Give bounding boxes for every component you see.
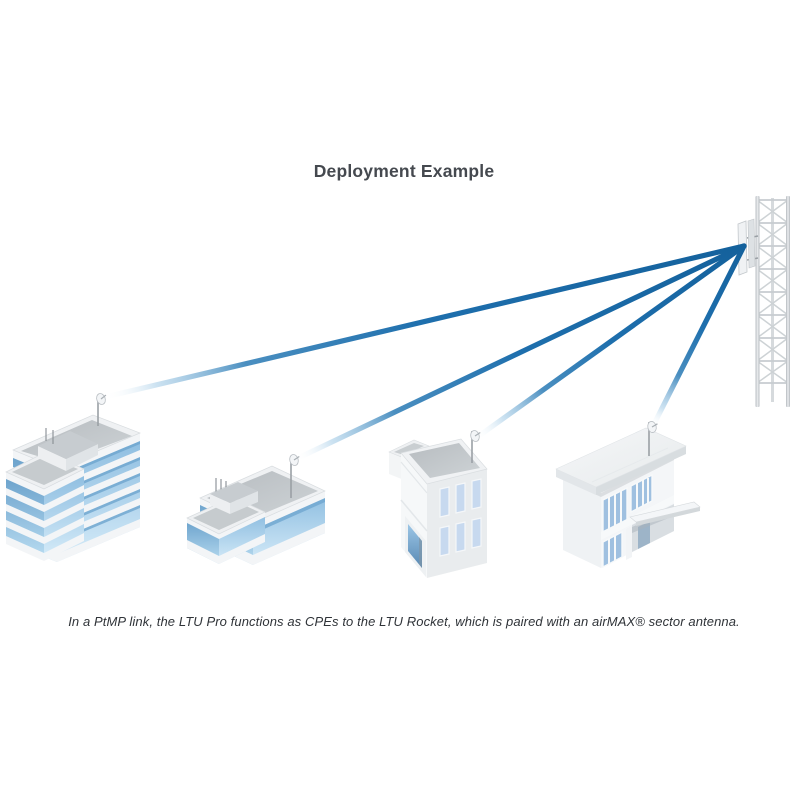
- wireless-beam-3: [473, 243, 747, 441]
- building-4-roof: [555, 427, 687, 495]
- building-3: [388, 430, 488, 578]
- lattice-tower: [737, 196, 790, 407]
- tower-x-bracing: [756, 199, 789, 384]
- building-1-annex: [5, 451, 85, 561]
- ptmp-links: [102, 243, 747, 462]
- building-3-windows: [439, 478, 482, 557]
- tower-back-leg: [771, 198, 774, 402]
- building-2-rooftop-box: [210, 478, 258, 514]
- building-2: [186, 454, 326, 565]
- tower-chords: [757, 199, 788, 384]
- building-4-lower-windows: [602, 530, 623, 569]
- sector-antenna-back-panel: [747, 218, 756, 269]
- building-4: [555, 421, 701, 569]
- tower-right-leg: [786, 196, 790, 407]
- building-2-cpe-dish: [289, 454, 300, 466]
- building-4-pillar: [626, 526, 632, 560]
- building-3-roof: [409, 443, 480, 478]
- building-1-cpe-dish: [96, 393, 107, 405]
- building-4-left-wall: [563, 475, 601, 568]
- building-4-cpe-dish: [647, 421, 658, 433]
- building-3-cpe-dish: [470, 430, 481, 442]
- wireless-beam-1: [102, 243, 747, 400]
- diagram-caption: In a PtMP link, the LTU Pro functions as…: [68, 614, 740, 629]
- tower-left-leg: [755, 196, 760, 407]
- wireless-beam-4: [650, 243, 747, 429]
- wireless-beam-2: [293, 243, 747, 462]
- building-4-awning: [629, 501, 701, 533]
- building-1: [5, 393, 141, 562]
- building-3-entrance: [405, 516, 426, 577]
- diagram-title: Deployment Example: [313, 161, 495, 181]
- building-1-penthouse: [38, 428, 98, 471]
